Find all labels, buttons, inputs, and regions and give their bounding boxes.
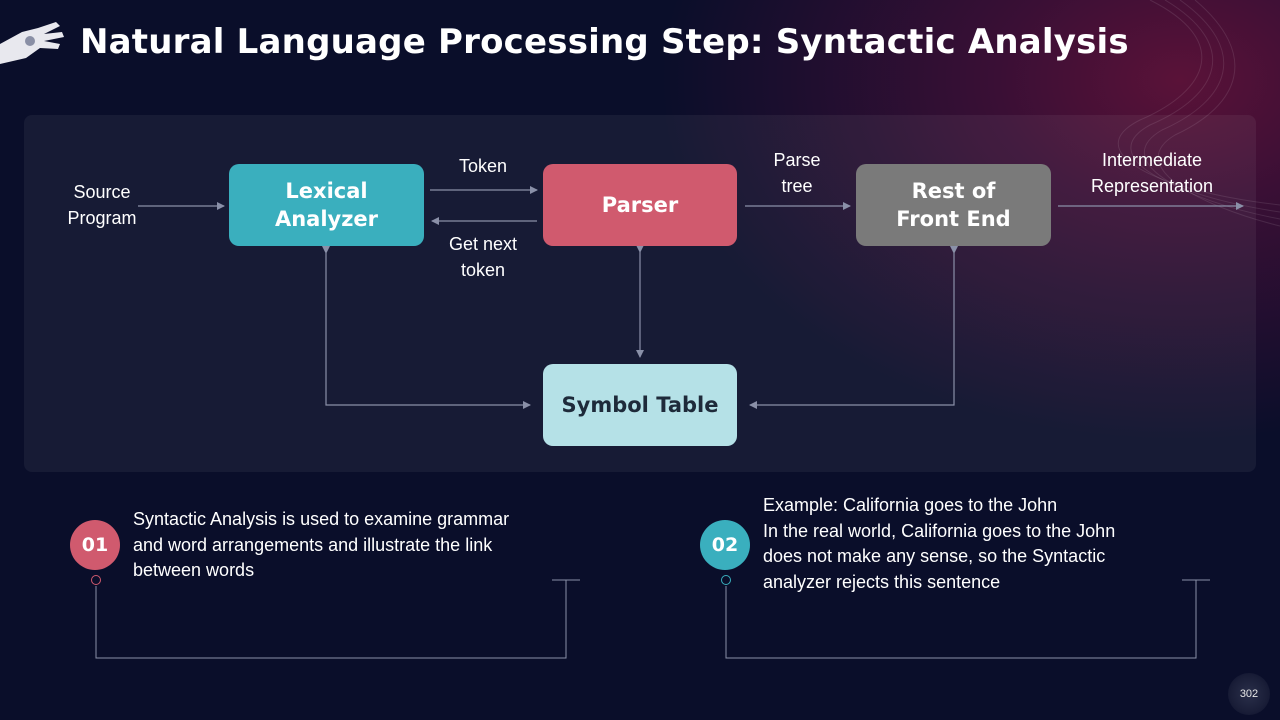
point-text-02: Example: California goes to the John In … [763, 495, 1116, 592]
page-title: Natural Language Processing Step: Syntac… [80, 22, 1129, 62]
arrow-rest-symbol [749, 246, 958, 409]
node-lexical-analyzer: Lexical Analyzer [229, 164, 424, 246]
label-get-next-token: Get next token [448, 234, 518, 280]
page-number: 302 [1228, 673, 1270, 715]
point-badge-02: 02 [700, 520, 750, 570]
label-intermediate-representation: Intermediate Representation [1090, 150, 1214, 196]
point-text-01: Syntactic Analysis is used to examine gr… [133, 509, 510, 580]
node-parser: Parser [543, 164, 737, 246]
arrow-lexical-symbol [322, 246, 531, 409]
robot-hand-icon [0, 22, 64, 64]
point-badge-01: 01 [70, 520, 120, 570]
label-token: Token [458, 156, 508, 176]
label-parse-tree: Parse tree [773, 150, 821, 196]
node-rest-of-front-end: Rest of Front End [856, 164, 1051, 246]
node-symbol-table: Symbol Table [543, 364, 737, 446]
label-source-program: Source Program [67, 182, 137, 228]
